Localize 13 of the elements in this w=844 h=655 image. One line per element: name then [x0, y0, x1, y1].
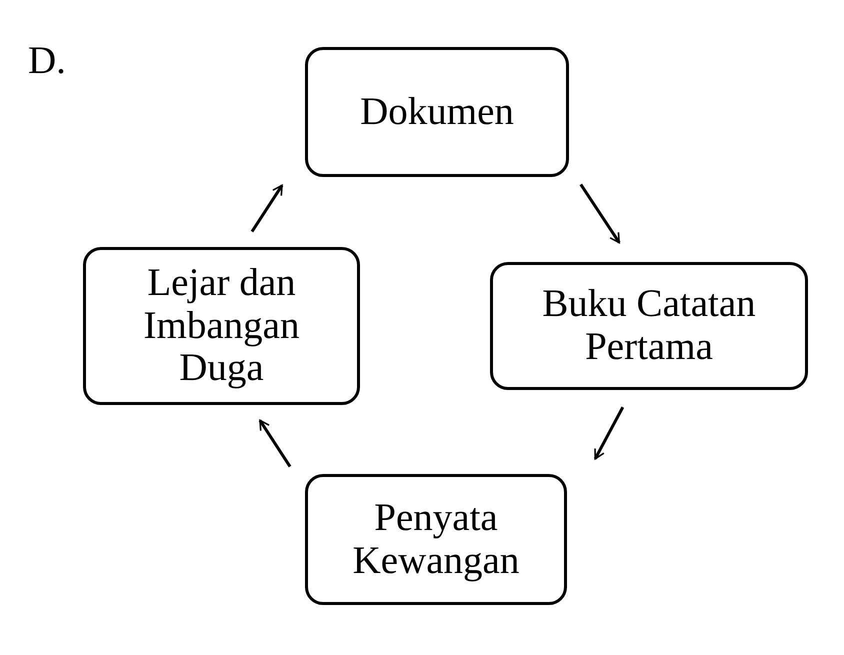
box-text: Lejar dan Imbangan Duga — [142, 262, 300, 390]
process-box — [83, 247, 360, 405]
item-letter: D. — [28, 38, 66, 83]
process-box — [490, 262, 808, 390]
arrow — [580, 184, 620, 244]
box-text: Penyata Kewangan — [352, 496, 520, 582]
box-text: Buku Catatan Pertama — [541, 283, 757, 369]
arrow — [250, 184, 284, 232]
arrow — [594, 406, 624, 460]
process-box — [305, 474, 567, 605]
arrow — [258, 420, 292, 468]
box-text: Dokumen — [360, 90, 514, 134]
process-box — [305, 47, 569, 177]
